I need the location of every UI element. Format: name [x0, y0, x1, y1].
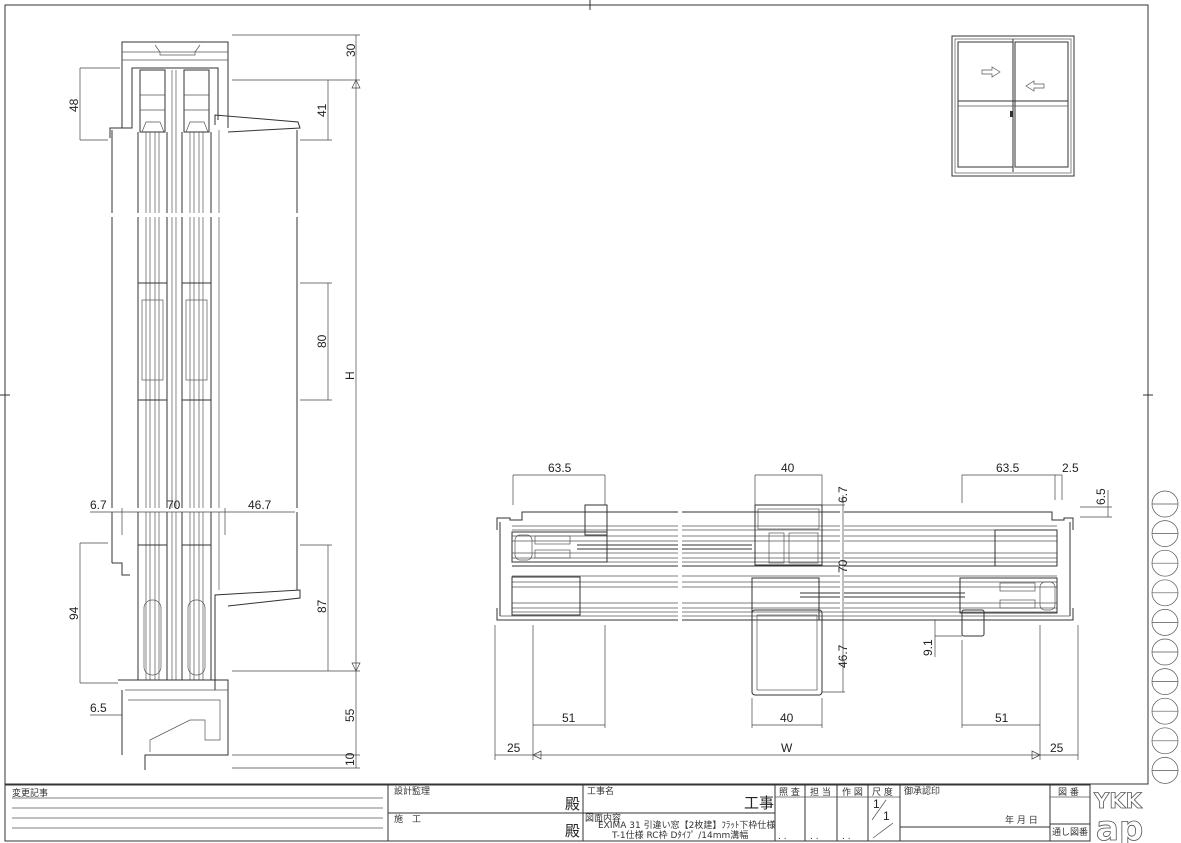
dim-sill-right: 87: [315, 599, 329, 613]
dim-sill-left: 94: [67, 606, 81, 620]
scale-numerator: 1: [873, 797, 880, 811]
dim-mullion-ext: 46.7: [836, 644, 850, 668]
dim-head-left: 48: [67, 98, 81, 112]
vertical-section-dimensions: 30 48 41 80 H 6.7 70 46.7 94 87 6.5 55 1…: [67, 34, 361, 769]
drawing-no-label: 図 番: [1058, 786, 1079, 798]
draft-date: . .: [842, 832, 851, 842]
left-sash: [137, 69, 168, 681]
dim-right-jamb: 51: [995, 711, 1009, 725]
dim-mullion-bottom: 40: [780, 711, 794, 725]
serial-no-label: 通し図番: [1052, 826, 1088, 838]
charge-label: 担 当: [810, 786, 831, 798]
ykk-ap-logo: YKK ap: [1093, 789, 1144, 843]
check-label: 照 査: [779, 786, 800, 798]
project-suffix: 工事: [744, 794, 774, 812]
change-log-label: 変更記事: [12, 787, 48, 799]
dim-left-offset: 6.7: [90, 498, 107, 512]
dim-right-jamb-offset: 9.1: [921, 639, 935, 656]
construction-label: 施 工: [394, 813, 421, 825]
vertical-section: 30 48 41 80 H 6.7 70 46.7 94 87 6.5 55 1…: [67, 34, 361, 770]
scale-denominator: 1: [883, 809, 890, 823]
arrow-right-icon: [981, 66, 1001, 78]
right-sash: [181, 69, 212, 681]
approval-label: 御承認印: [904, 785, 940, 797]
dim-right-gap: 2.5: [1062, 461, 1079, 475]
scale-label: 尺 度: [872, 786, 893, 798]
check-date: . .: [778, 832, 787, 842]
dim-left-margin: 25: [507, 741, 521, 755]
dim-right-step: 6.5: [1094, 488, 1108, 505]
horizontal-section-dimensions: 63.5 40 63.5 2.5 6.5 6.7 70 46.7 9.1 51 …: [494, 461, 1112, 760]
drawing-content-line1: EXIMA 31 引違い窓【2枚建】ﾌﾗｯﾄ下枠仕様: [598, 819, 775, 831]
dim-head-right: 41: [315, 103, 329, 117]
project-name-label: 工事名: [587, 785, 614, 797]
window-elevation: [951, 35, 1075, 177]
honorific-1: 殿: [565, 795, 580, 813]
dim-mullion-top: 40: [781, 461, 795, 475]
dim-mullion-offset: 6.7: [836, 486, 850, 503]
design-supervision-label: 設計監理: [394, 785, 430, 797]
title-block: 変更記事 設計監理 殿 施 工 殿 工事名 工事 図面内容 EXIMA 31 引…: [4, 784, 1144, 843]
dim-left-jamb: 51: [562, 711, 576, 725]
svg-text:YKK: YKK: [1093, 789, 1142, 813]
dim-right-sash: 63.5: [996, 461, 1020, 475]
dim-head-top: 30: [344, 43, 358, 57]
binding-hole-marks: [1151, 490, 1179, 784]
charge-date: . .: [810, 832, 819, 842]
dim-meeting-rail: 80: [315, 334, 329, 348]
dim-sill-base: 10: [343, 752, 357, 766]
sheet-border: [0, 0, 1153, 785]
dim-sill-bottom: 55: [343, 708, 357, 722]
drawing-content-label: 図面内容: [585, 812, 621, 824]
dim-right-margin: 25: [1050, 741, 1064, 755]
dim-height: H: [343, 371, 357, 380]
dim-frame-depth: 70: [167, 498, 181, 512]
arrow-left-icon: [1025, 80, 1045, 92]
dim-right-offset: 46.7: [248, 498, 272, 512]
dim-left-sash: 63.5: [548, 461, 572, 475]
honorific-2: 殿: [565, 822, 580, 840]
horizontal-section: 63.5 40 63.5 2.5 6.5 6.7 70 46.7 9.1 51 …: [494, 461, 1112, 760]
dim-mullion-depth: 70: [836, 559, 850, 573]
dim-width: W: [781, 741, 793, 755]
drawing-content-line2: T-1仕様 RC枠 Dﾀｲﾌﾟ /14mm溝幅: [611, 829, 748, 841]
lock-icon: [1010, 111, 1013, 117]
date-label: 年 月 日: [1005, 814, 1038, 826]
draft-label: 作 図: [842, 786, 863, 798]
svg-text:ap: ap: [1096, 809, 1143, 843]
dim-sill-step: 6.5: [90, 701, 107, 715]
